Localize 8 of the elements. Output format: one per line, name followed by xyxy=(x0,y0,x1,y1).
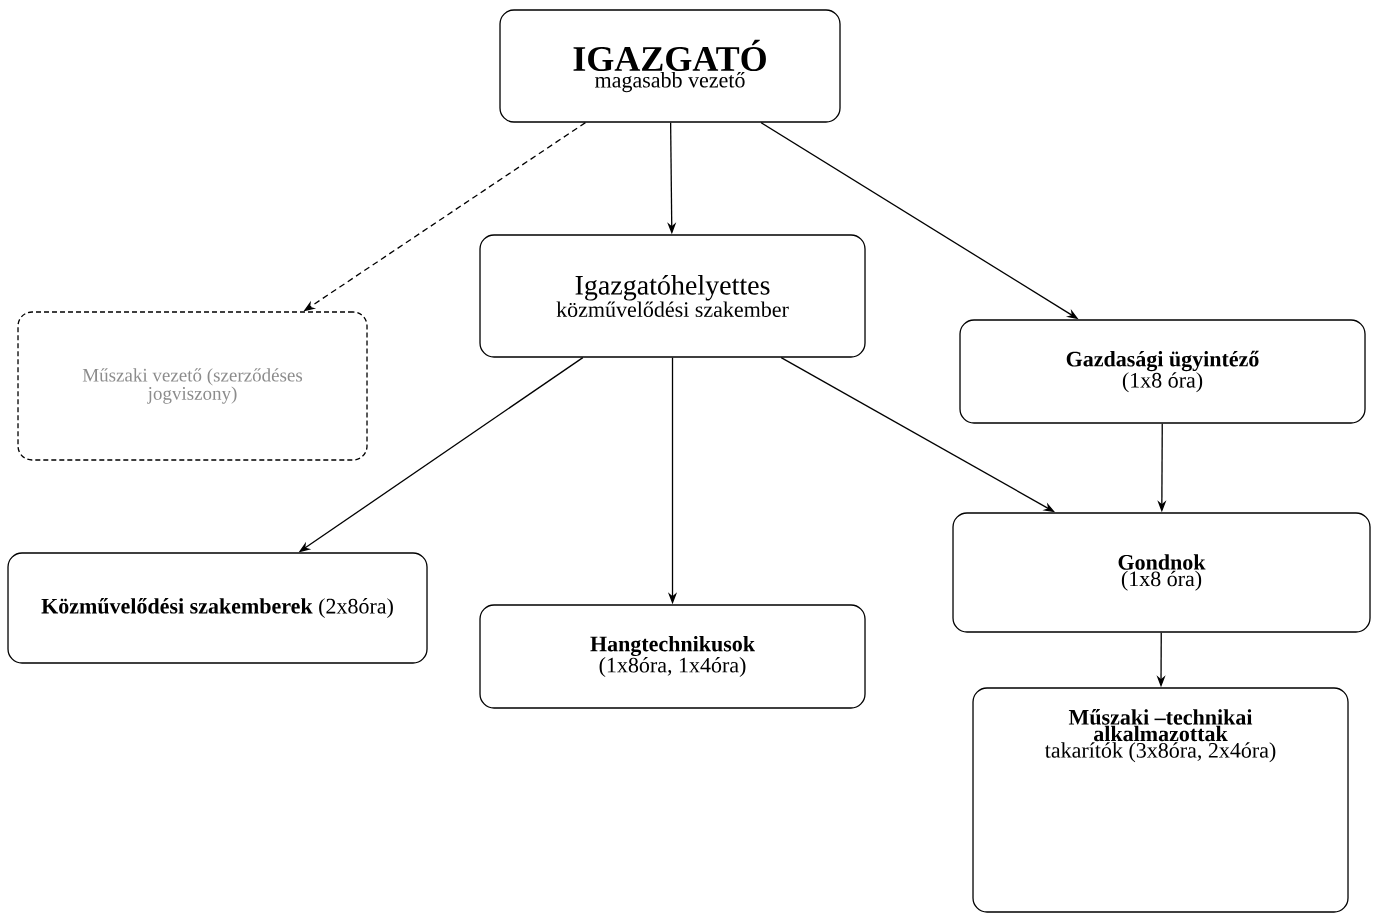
process-box: Gondnok (1x8 óra) xyxy=(952,512,1371,633)
process-box: Igazgatóhelyettes közművelődési szakember xyxy=(479,234,866,358)
title-box: IGAZGATÓ magasabb vezető xyxy=(499,9,841,123)
tall-box: Műszaki –technikai alkalmazottak takarítók (3x8óra, 2x4óra) xyxy=(972,687,1349,913)
process-box: Gazdasági ügyintéző (1x8 óra) xyxy=(959,319,1366,424)
dashed-box: Műszaki vezető (szerződéses jogviszony) xyxy=(17,311,368,461)
process-box: Hangtechnikusok (1x8óra, 1x4óra) xyxy=(479,604,866,709)
process-box: Közművelődési szakemberek (2x8óra) xyxy=(7,552,428,664)
